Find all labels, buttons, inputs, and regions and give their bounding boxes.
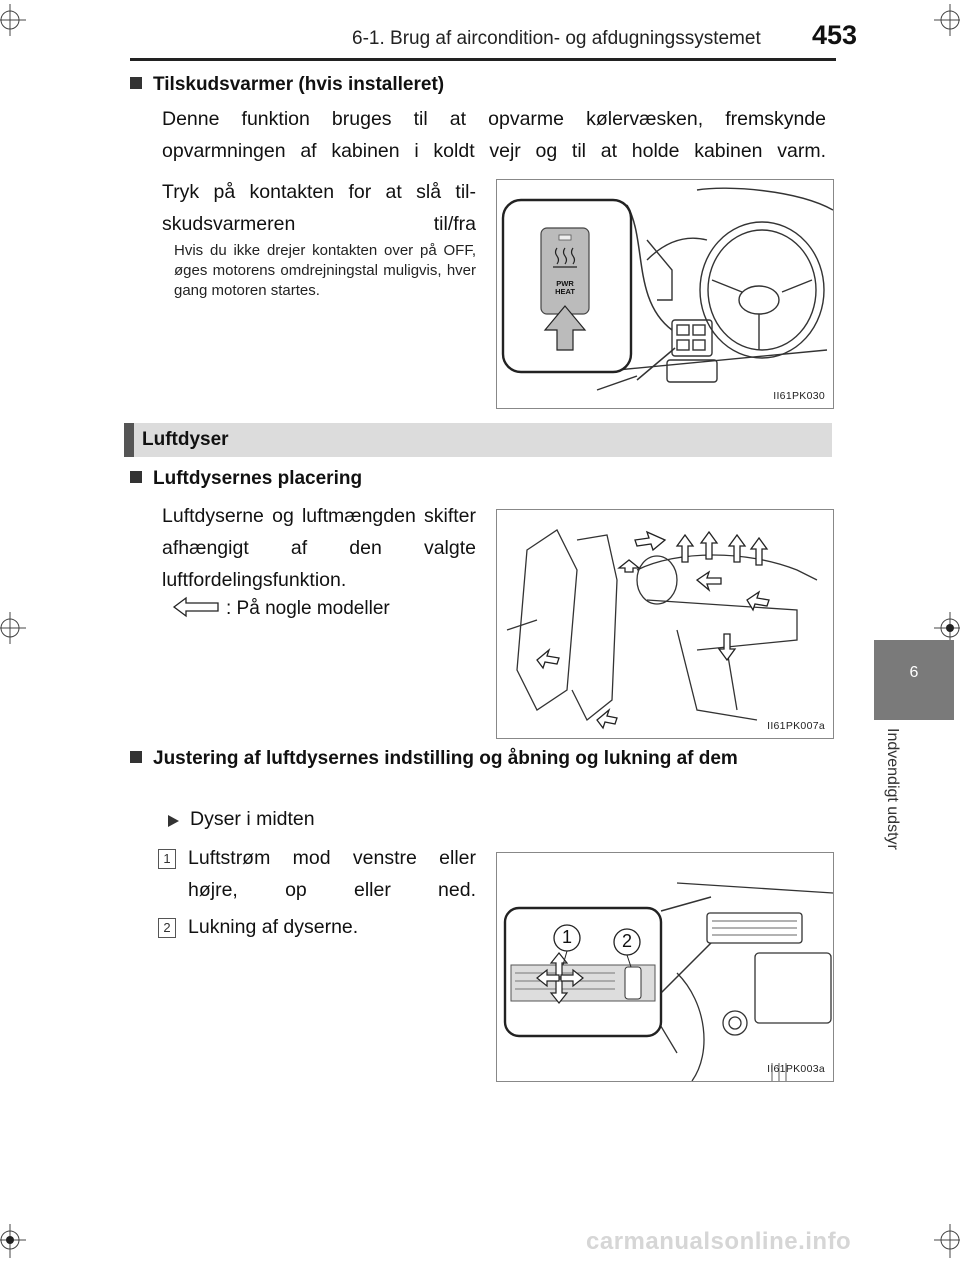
section1-note: Hvis du ikke drejer kontakten over på OF…: [174, 242, 476, 299]
chapter-label-box: Indvendigt udstyr: [875, 728, 911, 878]
bullet-square-icon: [130, 471, 142, 483]
switch-label: PWR HEAT: [555, 279, 575, 296]
section2-heading: Luftdysernes placering: [130, 468, 362, 490]
bullet-square-icon: [130, 751, 142, 763]
chapter-number: 6: [909, 664, 919, 681]
outlined-arrow-icon: [172, 596, 219, 618]
heater-switch-figure: PWR HEAT II61PK030: [496, 179, 834, 409]
dashboard-illustration: [501, 187, 833, 391]
center-vents-illustration: [503, 882, 833, 1081]
section1-heading: Tilskudsvarmer (hvis installeret): [130, 74, 444, 96]
item-number-1: 1: [158, 849, 176, 869]
bullet-square-icon: [130, 77, 142, 89]
figure-code: II61PK030: [773, 390, 825, 402]
section2-legend: : På nogle modeller: [226, 598, 390, 619]
watermark: carmanualsonline.info: [586, 1228, 852, 1255]
cabin-vents-illustration: [506, 529, 818, 730]
section2-text: Luftdyserne og luftmængden skifter afhæn…: [162, 505, 476, 591]
figure-code: II61PK007a: [767, 720, 825, 732]
center-vents-figure: 1 2 II61PK003a: [496, 852, 834, 1082]
chapter-label: Indvendigt udstyr: [884, 728, 901, 850]
section-bar-label: Luftdyser: [142, 429, 229, 450]
section-bar: [124, 423, 832, 457]
section3-subheading: Dyser i midten: [190, 808, 315, 830]
section-title: 6-1. Brug af aircondition- og afdugnings…: [352, 28, 761, 49]
figure-code: II61PK003a: [767, 1063, 825, 1075]
callout-2: 2: [621, 931, 632, 951]
item-text-1: Luftstrøm mod venstre eller højre, op el…: [188, 847, 476, 901]
vents-location-figure: II61PK007a: [496, 509, 834, 739]
triangle-bullet-icon: [168, 815, 179, 827]
callout-1: 1: [561, 927, 572, 947]
section1-intro: Denne funktion bruges til at opvarme køl…: [162, 108, 826, 162]
section-bar-marker: [124, 423, 134, 457]
item-number-2: 2: [158, 918, 176, 938]
header-rule: [130, 58, 836, 61]
page-number: 453: [812, 20, 858, 50]
item-text-2: Lukning af dyserne.: [188, 916, 359, 938]
section1-instruction: Tryk på kontakten for at slå til-skudsva…: [162, 181, 476, 235]
section3-heading: Justering af luftdysernes indstilling og…: [130, 743, 830, 774]
chapter-tab: [874, 640, 954, 720]
